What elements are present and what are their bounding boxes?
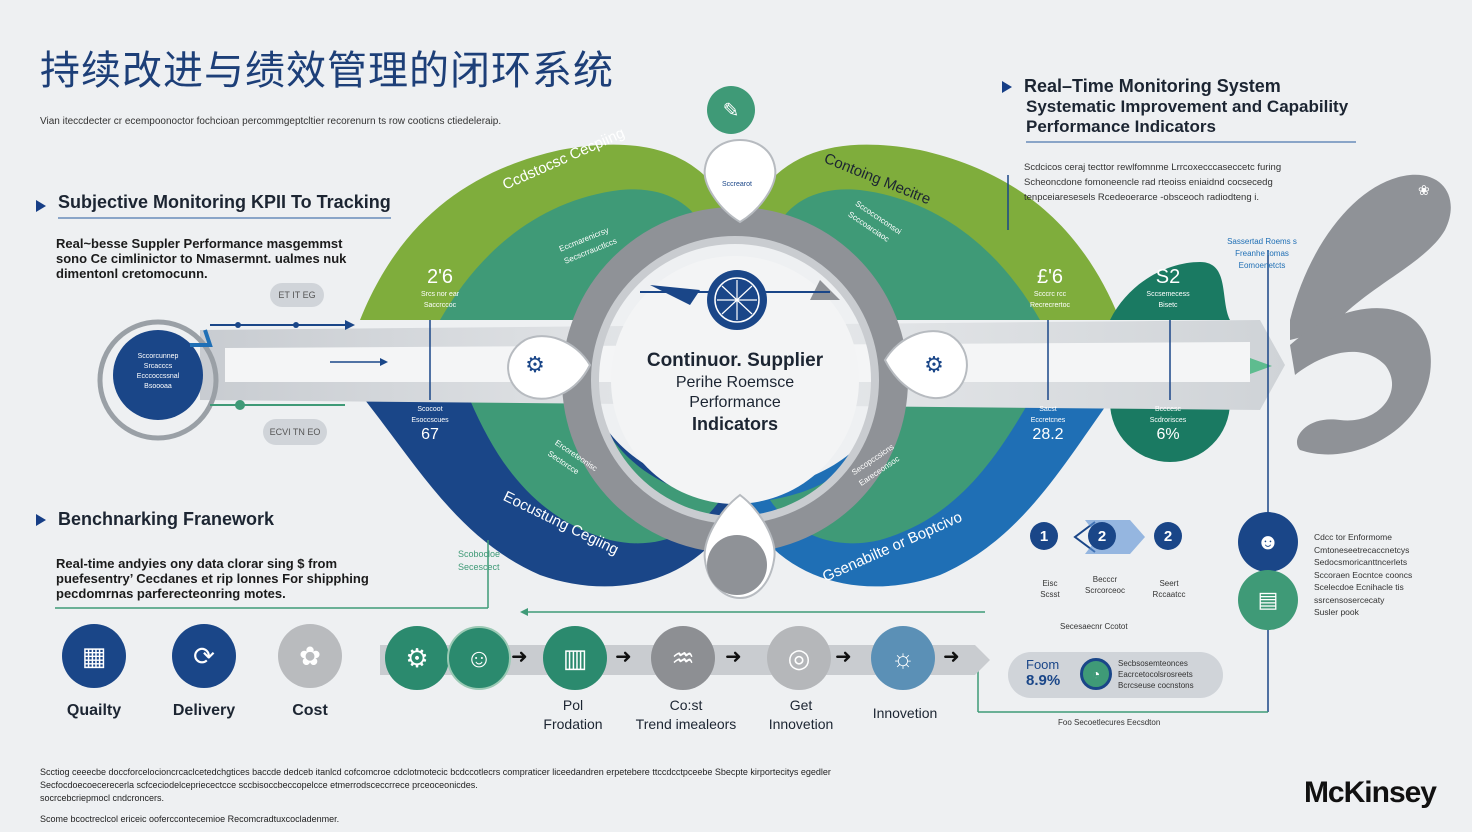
footnote-last: Scome bcoctreclcol ericeic ooferccontece… <box>40 814 340 824</box>
left-pin <box>507 335 592 400</box>
chart-icon: ▤ <box>1238 570 1298 630</box>
kpi-pill: Foom 8.9% ◔ Secbsosemteonces Eacrcetocol… <box>1008 652 1223 698</box>
kpi-tracking-body: Real~besse Suppler Performance masgemmst… <box>56 236 347 281</box>
arrow-right-icon: ➜ <box>943 646 960 668</box>
kpi-box-lower-left: Scocoot Esoccscues 67 <box>411 406 449 443</box>
section-heading-kpi-tracking: Subjective Monitoring KPII To Tracking <box>36 192 391 219</box>
process-row: ⚙ ☺ ➜ ▥ ➜ ♒ ➜ ◎ ➜ ☼ ➜ Pol Frodation Co:s… <box>385 626 985 736</box>
delivery-icon: ⟳ <box>172 624 236 688</box>
gear-head-icon: ⚙ <box>385 626 449 690</box>
kpi-pill-text: Secbsosemteonces Eacrcetocolsrosreets Bc… <box>1118 659 1194 690</box>
gauge-icon: ◔ <box>1080 658 1112 690</box>
trend-icon: ♒ <box>651 626 715 690</box>
arrow-right-icon: ➜ <box>835 646 852 668</box>
kpi-box-lower-right: Sacst Eccretcnes 28.2 <box>1030 406 1066 443</box>
right-bottom-body: Cdcc tor Enformome Cmtoneseetrecaccnetcy… <box>1314 532 1413 617</box>
cost-icon: ✿ <box>278 624 342 688</box>
process-label-foundation: Pol Frodation <box>543 697 603 732</box>
arrow-right-icon: ➜ <box>725 646 742 668</box>
category-quality: ▦ Quailty <box>58 624 142 720</box>
triangle-bullet-icon <box>1002 80 1012 93</box>
svg-text:⚙: ⚙ <box>525 352 545 377</box>
process-label-get-innovation: Get Innovetion <box>768 697 834 732</box>
step-3-badge: 2 <box>1154 522 1182 550</box>
svg-text:⚙: ⚙ <box>924 352 944 377</box>
step-2-caption: Becccr Scrcorceoc <box>1084 575 1125 595</box>
brand-logo: McKinsey <box>1303 776 1437 809</box>
factory-icon: ▥ <box>543 626 607 690</box>
kpi-box-upper-left: 2'6 Srcs nor ear Saccrccoc <box>420 266 460 309</box>
right-tail <box>1290 174 1451 340</box>
arrow-right-icon: ➜ <box>511 646 528 668</box>
step-2-badge: 2 <box>1088 522 1116 550</box>
grid-icon: ▦ <box>62 624 126 688</box>
left-hub <box>113 330 203 420</box>
page-subtitle: Vian iteccdecter cr ecempoonoctor fochci… <box>40 116 502 127</box>
people-icon: ☻ <box>1238 512 1298 572</box>
center-disc <box>611 256 859 504</box>
kpi-box-upper-right: £'6 Scccrc rcc Recrecrertoc <box>1029 266 1071 309</box>
left-hub-text: Sccorcunnep Srcacccs Ecccoccssnal Bsoooa… <box>136 353 180 390</box>
steps-footer: Secesaecnr Ccotot <box>1060 622 1128 631</box>
page-title: 持续改进与绩效管理的闭环系统 <box>40 48 614 94</box>
process-label-innovation: Innovetion <box>872 705 938 721</box>
left-ring <box>97 319 219 441</box>
triangle-bullet-icon <box>36 199 46 212</box>
right-bottom-caption: Foo Secoetlecures Eecsdton <box>1058 718 1161 727</box>
footnotes: Scctiog ceeecbe doccforcelocioncrcaclcet… <box>40 767 831 803</box>
right-pin <box>883 330 968 400</box>
svg-text:❀: ❀ <box>1418 182 1430 198</box>
section-heading-benchmarking: Benchnarking Franework <box>36 509 274 530</box>
triangle-bullet-icon <box>36 513 46 526</box>
realtime-side-note: Sassertad Roems s Freanhe tomas Eomoenet… <box>1227 237 1297 270</box>
step-1-caption: Eisc Scsst <box>1040 579 1060 599</box>
steps-group: 1 2 2 Eisc Scsst Becccr Scrcorceoc Seert… <box>1030 522 1190 622</box>
kpi-tracking-heading-text: Subjective Monitoring KPII To Tracking <box>58 192 391 219</box>
step-3-caption: Seert Rccaatcc <box>1152 579 1186 599</box>
globe-icon: ◎ <box>767 626 831 690</box>
head-icon: ☺ <box>447 626 511 690</box>
pill-top: ET IT EG <box>270 283 324 307</box>
category-row: ▦ Quailty ⟳ Delivery ✿ Cost <box>58 624 388 724</box>
top-pin <box>703 138 777 224</box>
far-right-teal <box>1110 262 1230 320</box>
benchmarking-heading-text: Benchnarking Franework <box>58 509 275 529</box>
category-delivery: ⟳ Delivery <box>168 624 252 720</box>
upper-left-inner <box>440 189 705 320</box>
step-1-badge: 1 <box>1030 522 1058 550</box>
benchmarking-note: Scobocloe Secescect <box>458 549 501 572</box>
benchmarking-body: Real-time andyies ony data clorar sing $… <box>56 556 369 601</box>
process-label-trend: Co:st Trend imealeors <box>635 697 737 732</box>
category-cost: ✿ Cost <box>276 624 360 720</box>
idea-icon: ☼ <box>871 626 935 690</box>
kpi-pill-value: Foom 8.9% <box>1026 657 1061 689</box>
center-title: Continuor. Supplier Perihe Roemsce Perfo… <box>646 350 824 434</box>
upper-right-inner <box>775 189 1040 320</box>
section-heading-realtime: Real–Time Monitoring System Systematic I… <box>1002 76 1356 143</box>
arrow-right-icon: ➜ <box>615 646 632 668</box>
svg-text:✎: ✎ <box>723 100 740 122</box>
top-pin-label: Sccrearot <box>722 181 752 188</box>
pill-bottom: ECVI TN EO <box>263 419 327 445</box>
realtime-body: Scdcicos ceraj tecttor rewlfomnme Lrrcox… <box>1024 162 1282 203</box>
kpi-box-upper-far-right: S2 Sccsemecess Bisetc <box>1146 266 1190 309</box>
kpi-box-lower-far-right: Bcccesc Scdrorisces 6% <box>1149 406 1187 443</box>
